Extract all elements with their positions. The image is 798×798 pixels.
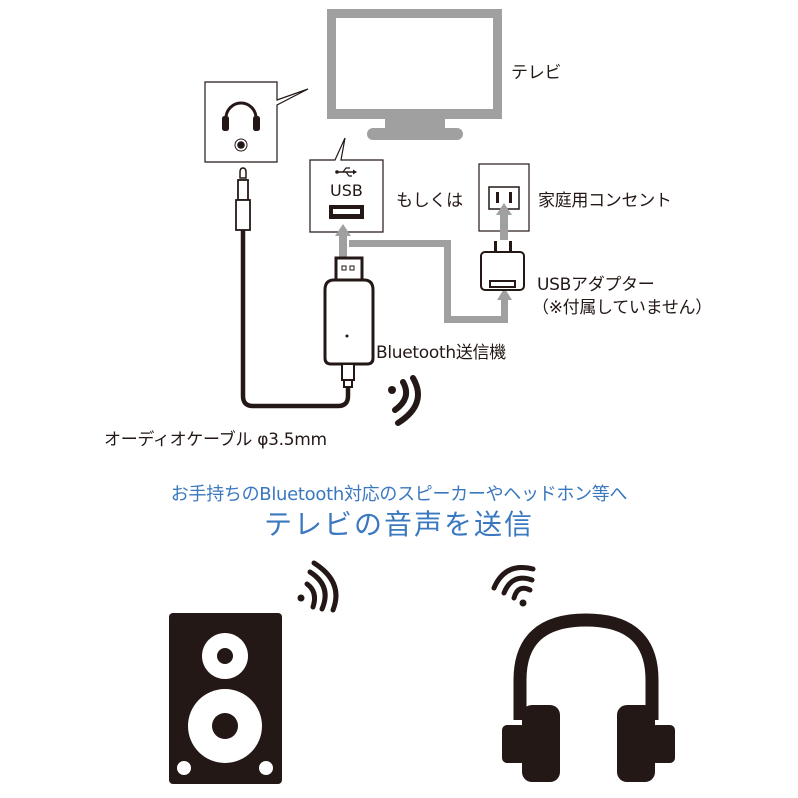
wireless-signal-icon [297, 560, 339, 613]
usb-port-icon [309, 137, 384, 233]
bluetooth-transmitter-icon [323, 256, 375, 388]
usb-adapter-note: （※付属していません） [532, 298, 712, 318]
tv-label: テレビ [511, 63, 562, 83]
audio-cable-label: オーディオケーブル φ3.5mm [104, 430, 327, 450]
usb-adapter-label: USBアダプター [537, 275, 655, 295]
usb-port-label: USB [330, 181, 363, 200]
headphone-jack-icon [204, 81, 309, 163]
wireless-signal-icon [491, 565, 536, 607]
usb-adapter-icon [480, 241, 525, 291]
tv-icon [327, 9, 502, 140]
transmitter-label: Bluetooth送信機 [376, 343, 506, 363]
connection-lines [335, 203, 512, 323]
audio-plug-icon [235, 167, 351, 409]
or-label: もしくは [396, 191, 463, 211]
caption-line-1: お手持ちのBluetooth対応のスピーカーやヘッドホン等へ [170, 484, 628, 505]
wireless-signal-icon [388, 375, 421, 426]
headphones-icon [502, 613, 675, 782]
speaker-icon [169, 613, 282, 784]
caption-headline: テレビの音声を送信 [263, 508, 534, 541]
outlet-label: 家庭用コンセント [538, 191, 672, 211]
